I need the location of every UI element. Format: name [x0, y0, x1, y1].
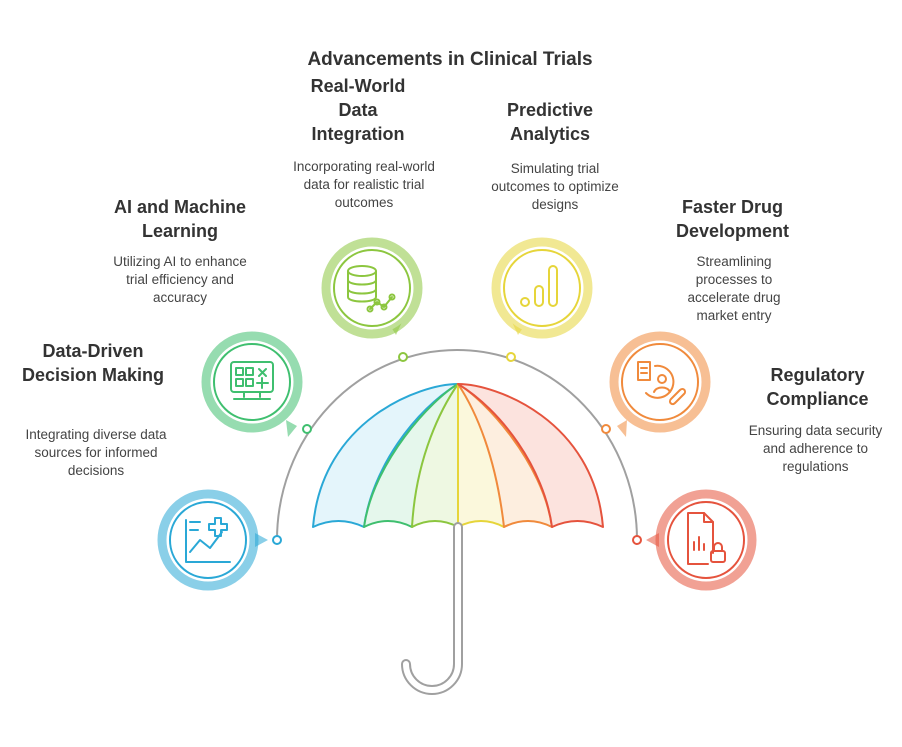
- node-real-world-data: [321, 237, 423, 362]
- heading-faster-drug-development: Faster Drug Development: [675, 197, 790, 241]
- umbrella-handle-inner: [403, 524, 461, 693]
- canopy-panel-3: [411, 383, 459, 528]
- node-data-driven: [157, 489, 282, 591]
- node-ai-ml: [201, 331, 312, 437]
- description-data-driven: Integrating diverse data sources for inf…: [25, 427, 167, 478]
- description-regulatory-compliance: Ensuring data security and adherence to …: [748, 423, 883, 474]
- canopy-panel-5: [457, 383, 553, 528]
- canopy-panel-1: [312, 383, 459, 528]
- canopy-panel-6: [457, 383, 604, 528]
- calculator-screen-icon: [230, 361, 274, 400]
- umbrella-canopy: [312, 383, 604, 528]
- bar-chart-icon: [520, 265, 558, 307]
- description-faster-drug-development: Streamlining processes to accelerate dru…: [687, 254, 781, 323]
- heading-regulatory-compliance: Regulatory Compliance: [766, 365, 869, 409]
- diagram-title: Advancements in Clinical Trials: [307, 49, 593, 70]
- chart-plus-icon: [185, 517, 231, 563]
- connector-arc: [276, 349, 638, 541]
- node-regulatory-compliance: [632, 489, 757, 591]
- description-ai-ml: Utilizing AI to enhance trial efficiency…: [113, 254, 247, 305]
- document-person-pill-icon: [637, 361, 687, 406]
- document-lock-icon: [687, 512, 726, 565]
- node-faster-drug-development: [601, 331, 711, 437]
- description-predictive-analytics: Simulating trial outcomes to optimize de…: [491, 161, 619, 212]
- description-real-world-data: Incorporating real-world data for realis…: [293, 159, 435, 210]
- heading-data-driven: Data-Driven Decision Making: [21, 341, 165, 385]
- heading-real-world-data: Real-World Data Integration: [310, 76, 406, 144]
- heading-ai-ml: AI and Machine Learning: [113, 197, 247, 241]
- database-graph-icon: [347, 265, 396, 313]
- umbrella-handle: [401, 522, 463, 695]
- node-predictive-analytics: [491, 237, 593, 362]
- heading-predictive-analytics: Predictive Analytics: [506, 100, 594, 144]
